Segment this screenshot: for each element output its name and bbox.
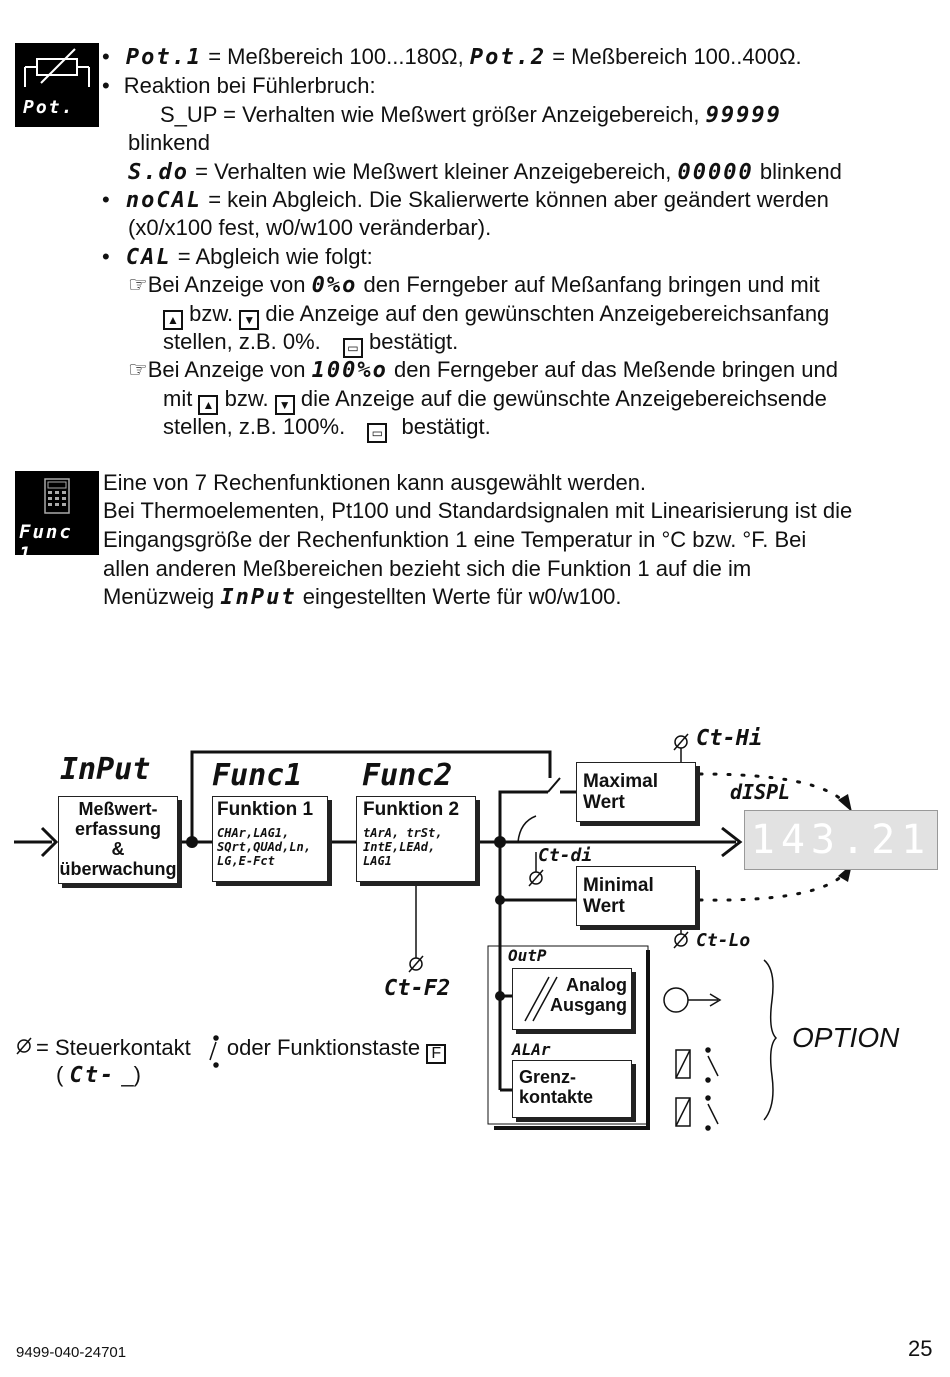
nocal-note: (x0/x100 fest, w0/w100 veränderbar). [128,215,492,240]
calculator-icon [44,478,70,514]
func1-icon-label: Func 1 [19,521,73,565]
overflow-display-code: 99999 [705,103,782,128]
sensor-break-heading: •Reaktion bei Fühlerbruch: [102,73,376,98]
func1-label: Func1 [212,758,303,793]
limit-contacts-block: Grenz- kontakte [512,1060,632,1118]
cal-step-start-keys: ▲ bzw. ▼ die Anzeige auf den gewünschten… [163,300,829,330]
blinking-text: blinkend [128,130,210,155]
document-number: 9499-040-24701 [16,1344,127,1361]
func2-label: Func2 [362,758,453,793]
max-value-block: Maximal Wert [576,762,696,822]
pot2-code: Pot.2 [469,45,547,70]
down-key-icon: ▼ [239,310,260,330]
func-intro: Eine von 7 Rechenfunktionen kann ausgewä… [103,470,647,495]
s-do-line: S.do = Verhalten wie Meßwert kleiner Anz… [128,159,842,185]
cal-step-start: ☞Bei Anzeige von 0%o den Ferngeber auf M… [128,272,820,298]
func-desc-4: Menüzweig InPut eingestellten Werte für … [103,584,622,610]
cal-step-end-keys: mit ▲ bzw. ▼ die Anzeige auf die gewünsc… [163,385,827,415]
ct-di-label: Ct-di [538,845,593,866]
input-label: InPut [60,752,151,787]
analog-slash-icon [524,976,558,1022]
legend-line: = Steuerkontakt oder Funktionstaste F [36,1034,447,1064]
func-desc-2: Eingangsgröße der Rechenfunktion 1 eine … [103,527,807,552]
enter-key-icon: ▭ [367,423,388,443]
legend-code: ( Ct- _) [56,1062,141,1088]
down-key-icon: ▼ [274,395,295,415]
cal-step-start-confirm: stellen, z.B. 0%. ▭ bestätigt. [163,328,458,358]
function2-block: Funktion 2 tArA, trSt, IntE,LEAd, LAG1 [356,796,476,882]
ct-f2-label: Ct-F2 [384,976,451,1001]
underflow-display-code: 00000 [677,160,754,185]
page-number: 25 [908,1336,933,1361]
display-value: 143.21 [750,817,932,863]
pot1-text: = Meßbereich 100...180Ω, [208,44,464,69]
func-desc-3: allen anderen Meßbereichen bezieht sich … [103,556,752,581]
display-panel: 143.21 [744,810,938,870]
func-desc-1: Bei Thermoelementen, Pt100 und Standards… [103,498,853,523]
cal-step-end: ☞Bei Anzeige von 100%o den Ferngeber auf… [128,357,838,383]
output-label: OutP [508,946,547,965]
option-label: OPTION [792,1022,900,1053]
nocal-line: • noCAL = kein Abgleich. Die Skalierwert… [102,187,829,213]
pot-range-line: • Pot.1 = Meßbereich 100...180Ω, Pot.2 =… [102,44,802,70]
s-up-line: S_UP = Verhalten wie Meßwert größer Anze… [160,102,782,128]
analog-output-block: Analog Ausgang [512,968,632,1030]
function1-block: Funktion 1 CHAr,LAG1, SQrt,QUAd,Ln, LG,E… [212,796,328,882]
potentiometer-icon [24,48,90,87]
pointing-hand-icon: ☞ [128,272,148,297]
ct-hi-label: Ct-Hi [696,726,763,751]
pointing-hand-icon: ☞ [128,357,148,382]
min-value-block: Minimal Wert [576,866,696,926]
pot1-code: Pot.1 [125,45,203,70]
ct-lo-label: Ct-Lo [696,930,751,951]
measurement-block: Meßwert- erfassung & überwachung [58,796,178,884]
cal-step-end-confirm: stellen, z.B. 100%. ▭ bestätigt. [163,413,491,443]
enter-key-icon: ▭ [342,338,363,358]
function-key-icon: F [426,1044,447,1064]
func1-menu-icon: Func 1 [15,471,99,565]
up-key-icon: ▲ [198,395,219,415]
pot-icon-label: Pot. . [23,97,75,139]
cal-line: • CAL = Abgleich wie folgt: [102,244,373,270]
alarm-label: ALAr [512,1040,551,1059]
up-key-icon: ▲ [163,310,183,330]
display-label: dISPL [730,780,791,804]
pot-menu-icon: Pot. . [15,43,99,139]
pot2-text: = Meßbereich 100..400Ω. [552,44,802,69]
